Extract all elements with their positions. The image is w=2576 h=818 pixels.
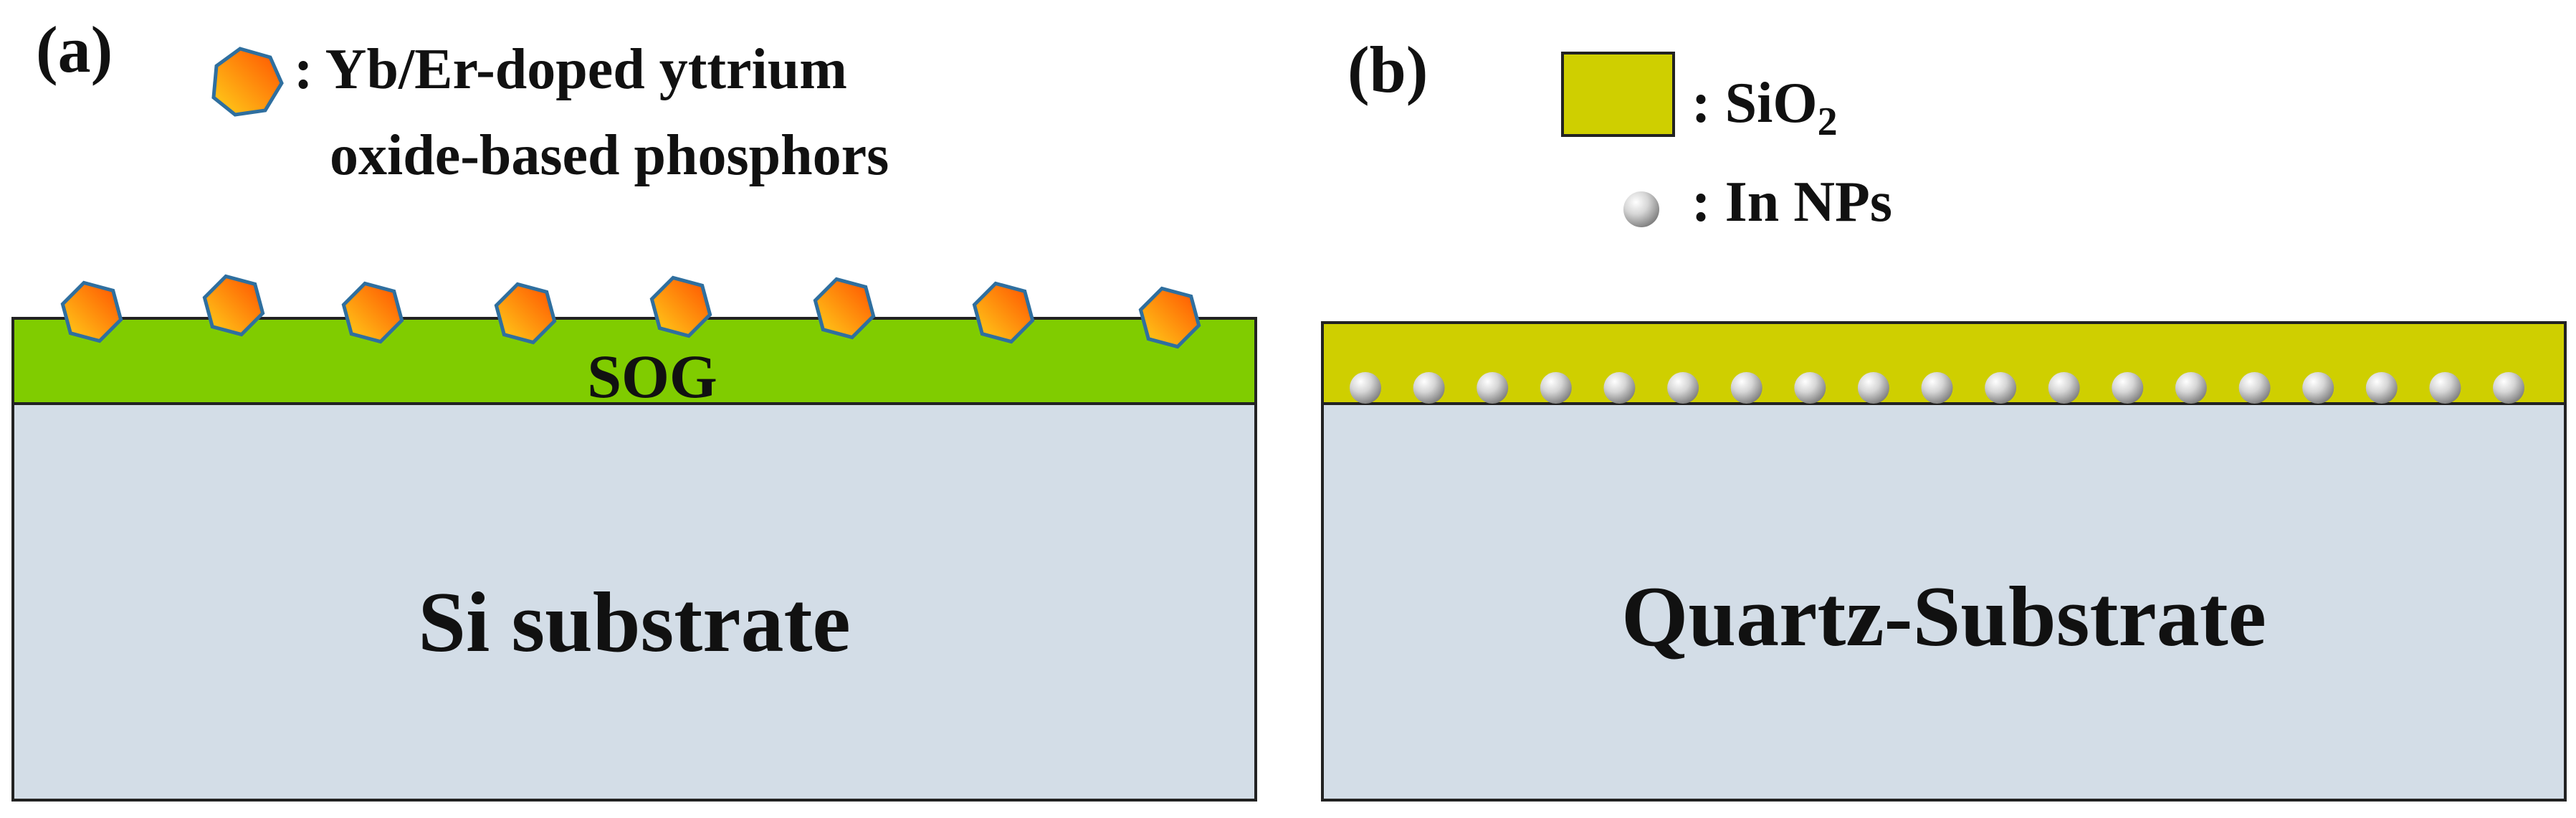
in-nanoparticle bbox=[1413, 372, 1445, 404]
in-nanoparticle bbox=[1794, 372, 1826, 404]
phosphor-legend-line2: oxide-based phosphors bbox=[330, 124, 889, 187]
phosphor-particle bbox=[202, 274, 265, 337]
sio2-legend-label: : SiO2 bbox=[1692, 72, 1838, 144]
in-nanoparticle bbox=[1477, 372, 1509, 404]
sog-label: SOG bbox=[587, 342, 717, 411]
sio2-legend-prefix: : SiO bbox=[1692, 72, 1818, 135]
panel-b-label: (b) bbox=[1347, 33, 1428, 106]
phosphor-particle bbox=[813, 277, 876, 340]
phosphor-particle bbox=[494, 282, 557, 345]
phosphor-particles bbox=[60, 274, 1201, 349]
in-nanoparticle bbox=[2175, 372, 2207, 404]
in-nanoparticle bbox=[2302, 372, 2334, 404]
sog-layer bbox=[11, 317, 1257, 405]
in-nanoparticle bbox=[1730, 372, 1762, 404]
si-substrate bbox=[11, 402, 1257, 802]
phosphor-particle bbox=[649, 275, 712, 338]
quartz-substrate bbox=[1321, 402, 2567, 802]
panel-a-label: (a) bbox=[36, 13, 113, 86]
phosphor-particle bbox=[972, 281, 1035, 344]
phosphor-hexagon-icon bbox=[211, 47, 284, 117]
in-nanoparticle bbox=[2429, 372, 2461, 404]
in-nanoparticle bbox=[2365, 372, 2398, 404]
in-nanoparticle bbox=[1350, 372, 1381, 404]
in-nanoparticle bbox=[1603, 372, 1636, 404]
in-nanoparticle bbox=[2493, 372, 2524, 404]
panel-a: (a) : Yb/Er-doped yttrium oxide-based ph… bbox=[11, 13, 1257, 802]
in-np-sphere-icon bbox=[1623, 191, 1659, 227]
in-nanoparticle bbox=[1857, 372, 1889, 404]
sio2-legend-subscript: 2 bbox=[1818, 100, 1838, 144]
quartz-substrate-label: Quartz-Substrate bbox=[1621, 569, 2266, 664]
phosphor-legend-line1: : Yb/Er-doped yttrium bbox=[294, 38, 847, 101]
in-nanoparticle bbox=[1540, 372, 1572, 404]
in-nanoparticle bbox=[1921, 372, 1953, 404]
sio2-layer bbox=[1321, 321, 2567, 405]
panel-b: (b) : SiO2 : In NPs Quartz-Substrate bbox=[1321, 33, 2567, 802]
in-np-legend-label: : In NPs bbox=[1692, 171, 1892, 234]
in-nanoparticle bbox=[1985, 372, 2017, 404]
si-substrate-label: Si substrate bbox=[418, 574, 850, 670]
in-nanoparticle bbox=[2048, 372, 2080, 404]
phosphor-particle bbox=[60, 280, 123, 343]
in-nanoparticle bbox=[1667, 372, 1699, 404]
in-nanoparticle bbox=[2238, 372, 2271, 404]
in-nanoparticles bbox=[1350, 372, 2524, 404]
phosphor-particle bbox=[1138, 286, 1201, 349]
in-nanoparticle bbox=[2112, 372, 2144, 404]
sio2-swatch-icon bbox=[1561, 52, 1675, 137]
phosphor-particle bbox=[341, 281, 404, 344]
